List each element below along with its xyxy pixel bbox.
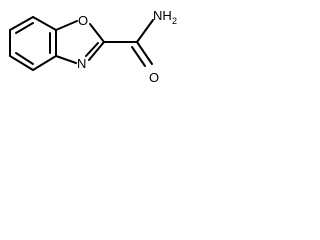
atom-ring-nitrogen: N (77, 56, 86, 71)
benzoxazole-carboxamide-structure: O N O NH 2 (9, 8, 177, 85)
bond-n3-c3a (55, 55, 77, 64)
oxazole-ring (55, 20, 105, 64)
bond-carbonyl-double-inner (131, 46, 146, 67)
bond-c2-n3-double (85, 42, 99, 57)
bond-carbonyl-double-outer (136, 41, 153, 65)
bond-benzene-4 (32, 55, 57, 71)
atom-amide-hydrogen-count: 2 (172, 16, 177, 26)
bond-benzene-inner-1 (15, 22, 34, 34)
atom-ring-oxygen: O (78, 13, 88, 28)
bond-c2-n3 (88, 41, 105, 61)
bond-benzene-1 (9, 16, 34, 31)
bond-benzene-2 (32, 16, 57, 31)
bond-benzene-5 (9, 55, 34, 71)
bond-c7a-o1 (55, 20, 78, 31)
bond-benzene-inner-3 (15, 52, 34, 65)
bond-carbonyl-carbon-amide-nitrogen (136, 19, 154, 43)
atom-carbonyl-oxygen: O (149, 70, 159, 85)
bond-o1-c2 (89, 23, 105, 43)
carboxamide-group (103, 19, 154, 67)
benzene-ring (9, 16, 57, 71)
atom-amide-nitrogen: NH (153, 8, 172, 23)
